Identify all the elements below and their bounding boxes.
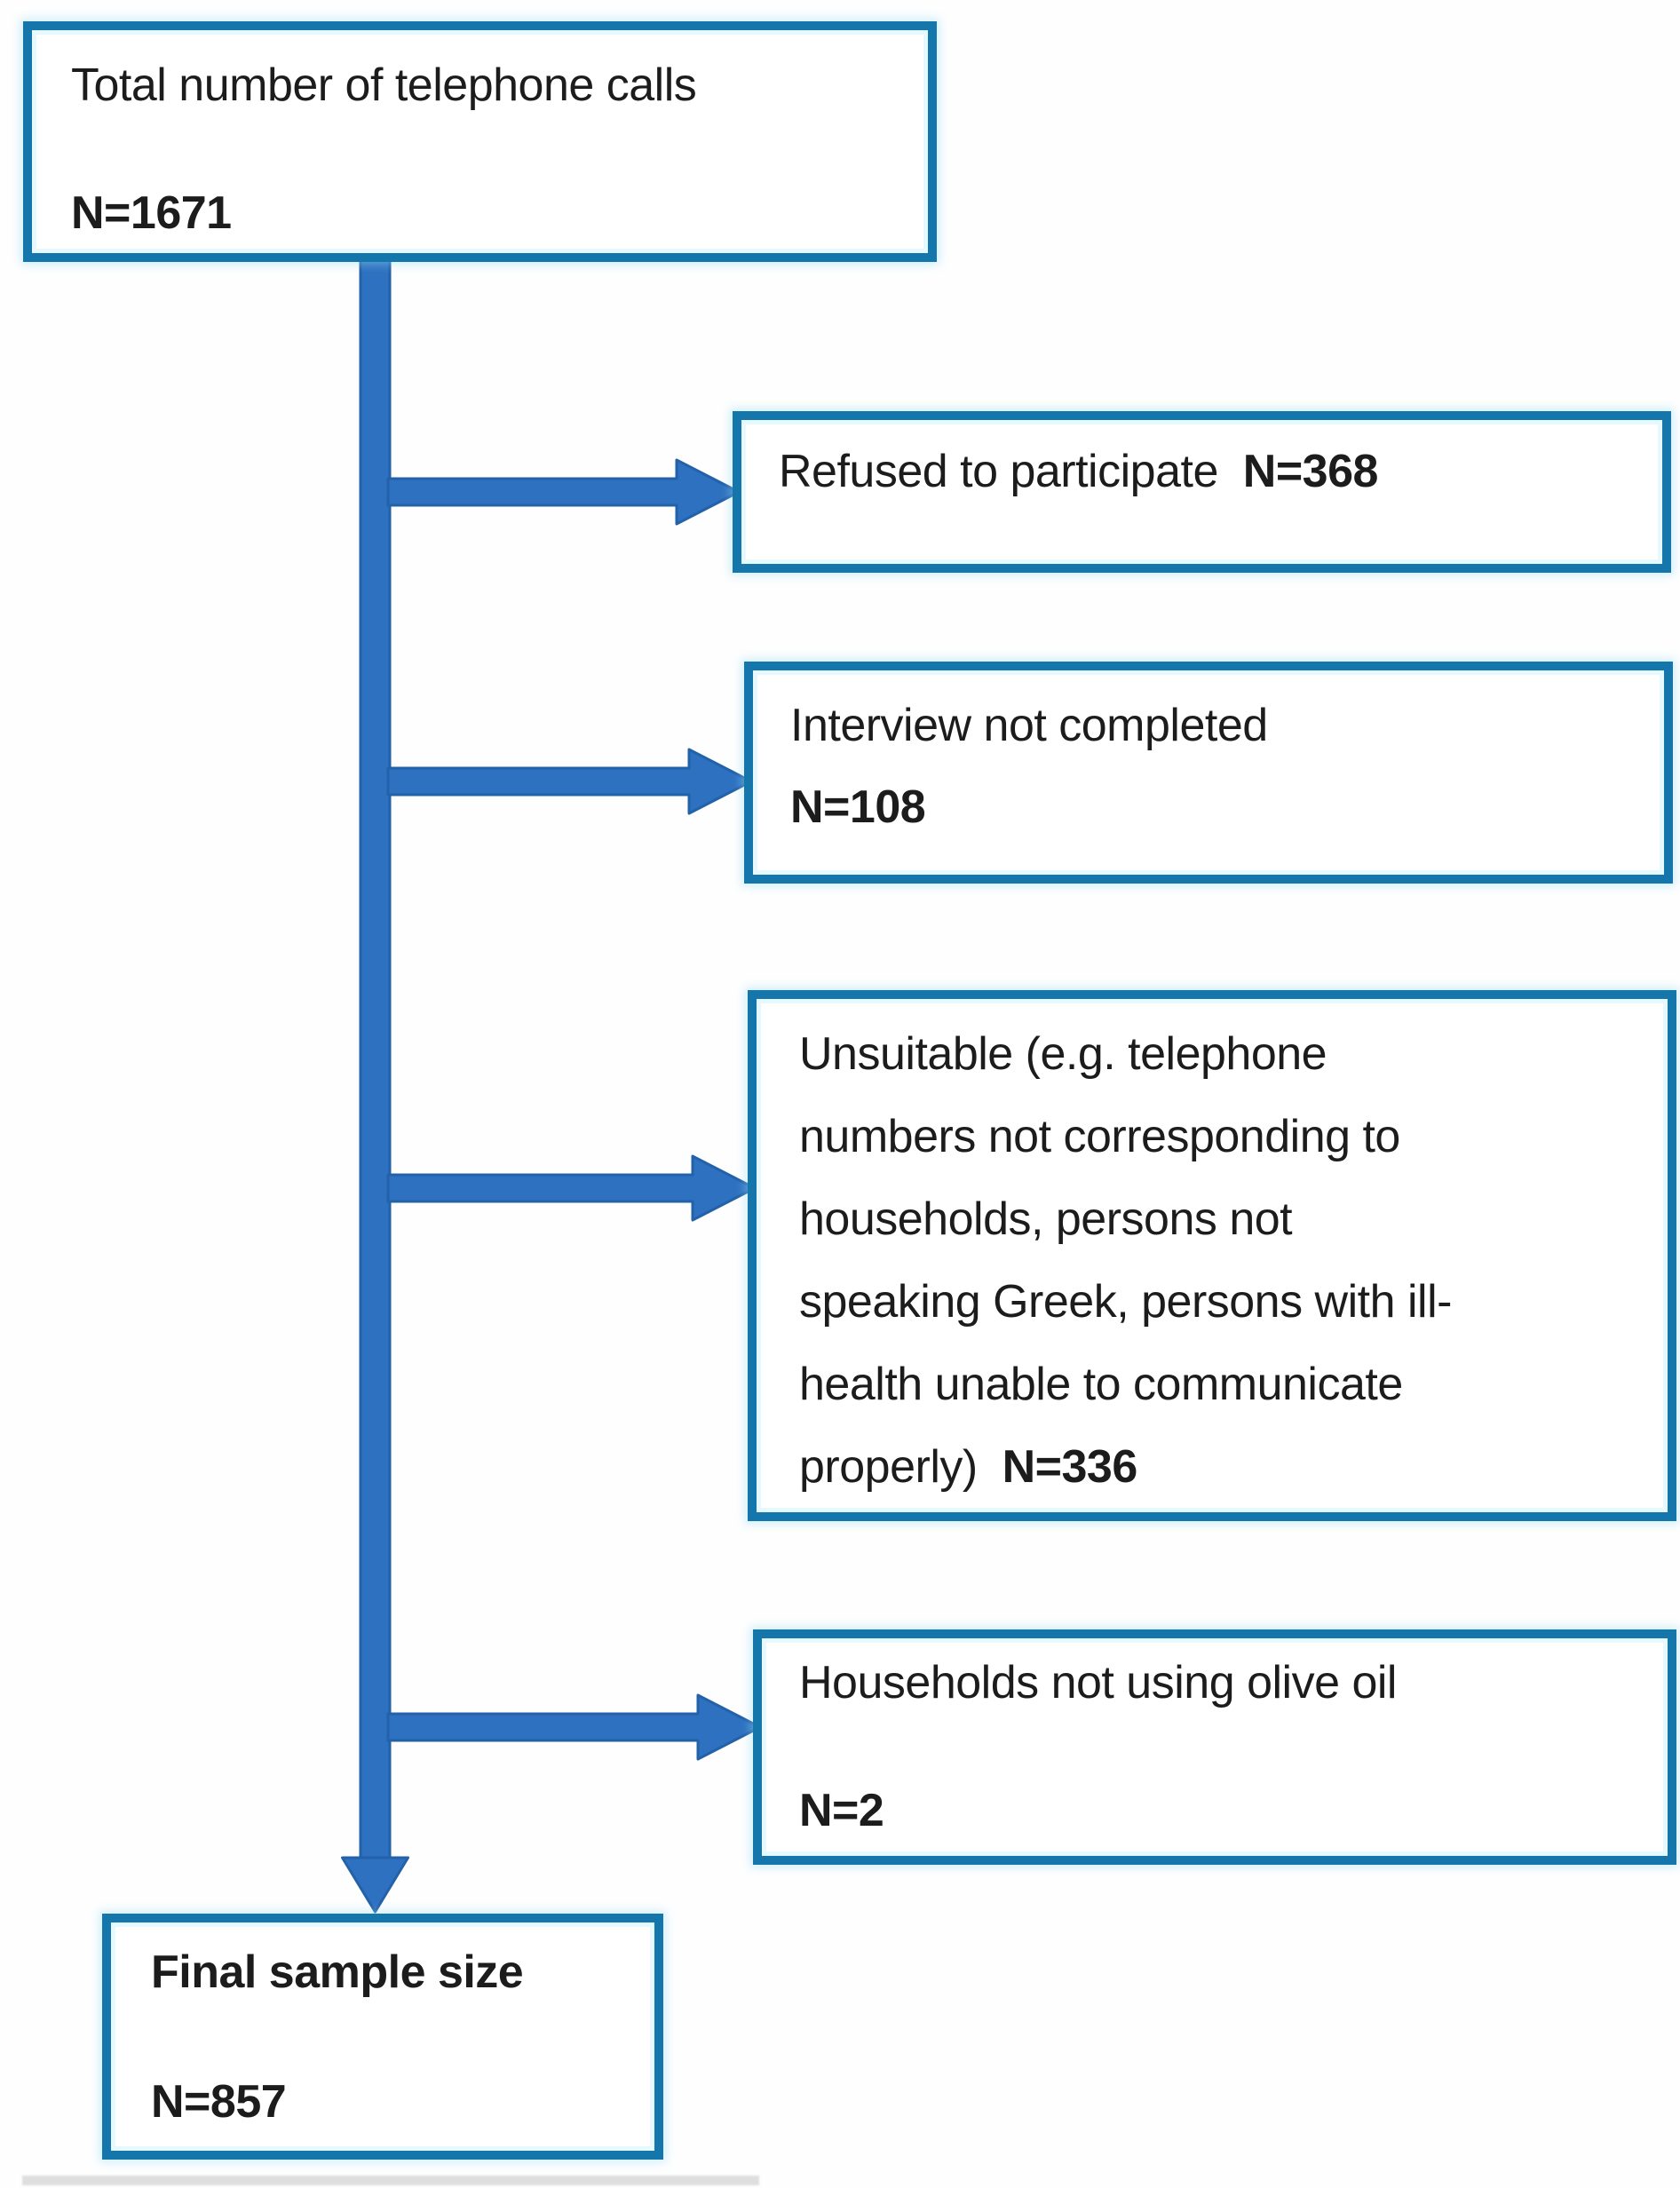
- total-calls-box: Total number of telephone calls N=1671: [23, 21, 937, 262]
- interview-not-completed-box: Interview not completed N=108: [744, 662, 1673, 884]
- refused-count: N=368: [1242, 446, 1379, 497]
- unsuitable-line-4: speaking Greek, persons with ill-: [799, 1276, 1452, 1328]
- total-calls-count: N=1671: [71, 187, 232, 239]
- final-sample-count: N=857: [151, 2076, 287, 2128]
- refused-label-text: Refused to participate: [779, 446, 1218, 497]
- interview-count: N=108: [790, 781, 926, 833]
- no-olive-oil-label: Households not using olive oil: [799, 1657, 1397, 1708]
- interview-label: Interview not completed: [790, 700, 1268, 751]
- unsuitable-line-2: numbers not corresponding to: [799, 1111, 1400, 1162]
- final-sample-label: Final sample size: [151, 1946, 524, 1998]
- unsuitable-line-6-text: properly): [799, 1441, 978, 1493]
- total-calls-label: Total number of telephone calls: [71, 59, 697, 111]
- unsuitable-line-5: health unable to communicate: [799, 1359, 1403, 1410]
- no-olive-oil-count: N=2: [799, 1785, 884, 1836]
- final-sample-box: Final sample size N=857: [102, 1914, 663, 2160]
- branch-arrow-refused-icon: [386, 458, 741, 526]
- branch-arrow-olive-oil-icon: [386, 1693, 762, 1761]
- refused-box: Refused to participate N=368: [733, 411, 1671, 573]
- unsuitable-line-3: households, persons not: [799, 1193, 1293, 1245]
- no-olive-oil-box: Households not using olive oil N=2: [753, 1629, 1676, 1865]
- unsuitable-box: Unsuitable (e.g. telephone numbers not c…: [748, 990, 1676, 1521]
- unsuitable-line-1: Unsuitable (e.g. telephone: [799, 1028, 1327, 1080]
- main-flow-trunk: [359, 258, 392, 1859]
- branch-arrow-interview-icon: [386, 748, 753, 815]
- unsuitable-line-6: properly) N=336: [799, 1426, 1650, 1509]
- branch-arrow-unsuitable-icon: [386, 1154, 757, 1222]
- refused-label: Refused to participate N=368: [779, 447, 1644, 496]
- down-arrowhead-icon: [341, 1856, 409, 1914]
- unsuitable-count: N=336: [1002, 1441, 1138, 1493]
- bottom-edge-artifact: [22, 2176, 759, 2185]
